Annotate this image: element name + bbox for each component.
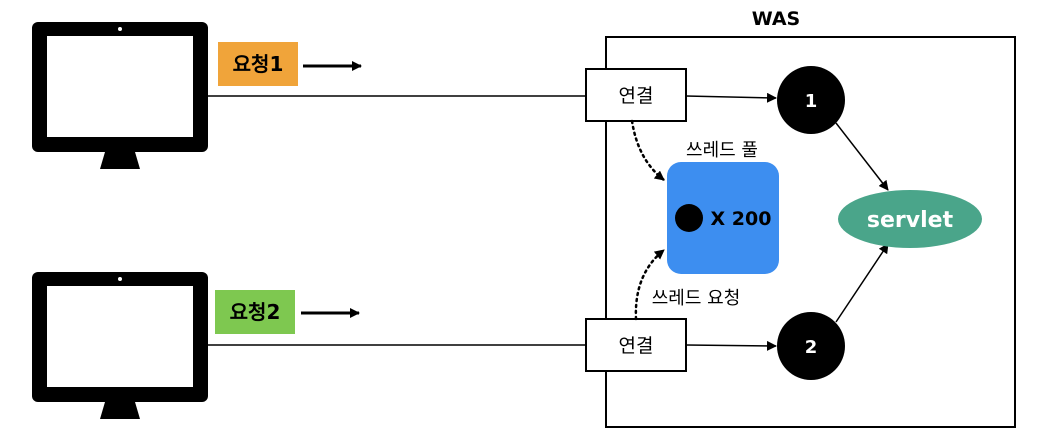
thread-pool-title: 쓰레드 풀: [686, 140, 758, 161]
servlet-label: servlet: [867, 208, 954, 233]
thread-pool-dot: [675, 204, 703, 232]
request-label-1: 요청1: [233, 52, 284, 76]
servlet-arrow-1: [835, 122, 889, 191]
thread-label-1: 1: [805, 91, 818, 112]
thread-pool-count: X 200: [711, 208, 772, 230]
connection-box-2: 연결: [585, 318, 687, 372]
thread-arrow-2: [685, 340, 777, 351]
thread-request-arrow-1: [630, 119, 666, 182]
request-badge-1: 요청1: [218, 42, 298, 86]
client-monitor-2: [32, 272, 208, 419]
connection-label-2: 연결: [619, 335, 654, 357]
thread-arrow-1: [685, 92, 777, 103]
thread-request-label: 쓰레드 요청: [652, 288, 741, 309]
servlet-arrow-2: [835, 243, 889, 323]
thread-circle-1: 1: [777, 66, 845, 134]
request-badge-2: 요청2: [215, 290, 295, 334]
connection-label-1: 연결: [619, 85, 654, 107]
request-label-2: 요청2: [230, 300, 281, 324]
was-container: WAS: [605, 8, 1016, 428]
thread-circle-2: 2: [777, 312, 845, 380]
connection-box-1: 연결: [585, 68, 687, 122]
thread-request-arrow-2: [634, 248, 666, 321]
client-monitor-1: [32, 22, 208, 169]
thread-pool: X 200: [667, 162, 779, 274]
servlet-node: servlet: [838, 190, 982, 248]
thread-label-2: 2: [805, 337, 818, 358]
was-title: WAS: [752, 8, 801, 30]
